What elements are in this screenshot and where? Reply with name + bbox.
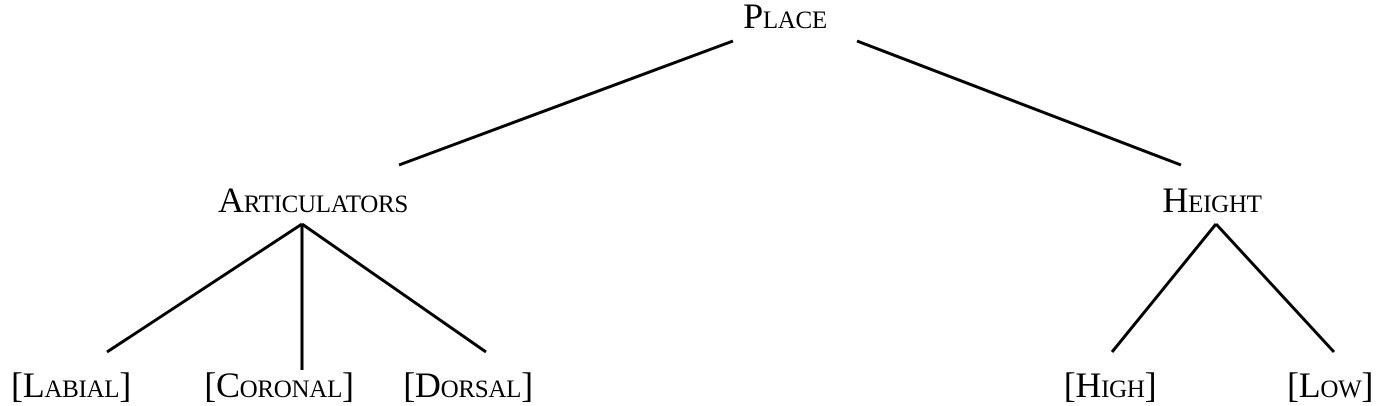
node-place: Place	[743, 0, 827, 36]
node-coronal: [Coronal]	[204, 365, 354, 405]
branch-articulators-dorsal	[301, 222, 487, 354]
node-labial: [Labial]	[11, 365, 131, 405]
branch-height-low	[1214, 222, 1336, 354]
branch-height-high	[1110, 223, 1218, 353]
node-low: [Low]	[1286, 365, 1374, 405]
branch-articulators-labial	[106, 222, 303, 354]
branch-place-articulators	[398, 39, 734, 167]
node-height: Height	[1162, 180, 1262, 220]
node-dorsal: [Dorsal]	[403, 365, 533, 405]
node-articulators: Articulators	[218, 180, 408, 220]
node-high: [High]	[1063, 365, 1157, 405]
branch-place-height	[856, 39, 1182, 167]
